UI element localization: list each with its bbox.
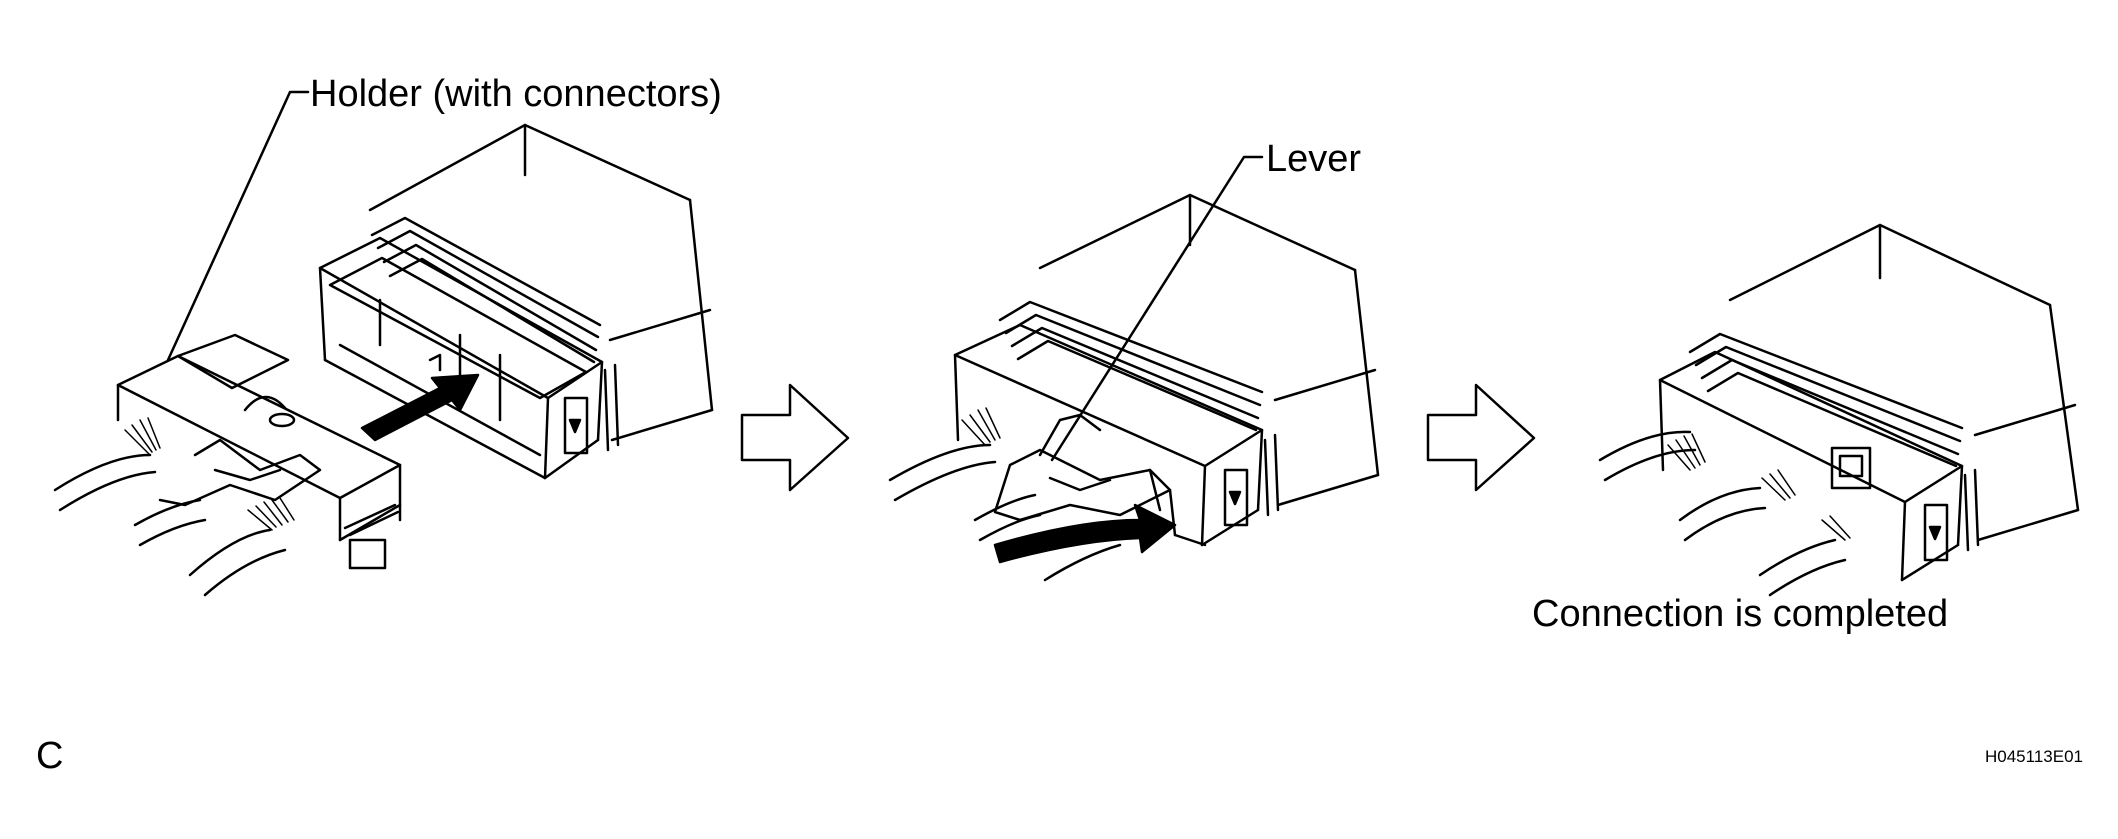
step2-ecu-unit: [953, 193, 1380, 547]
step1-wire-bundles: [53, 417, 295, 597]
lever-leader-line: [1050, 155, 1264, 462]
push-arrow-icon: [360, 373, 480, 442]
lever-label: Lever: [1266, 138, 1362, 180]
holder-label: Holder (with connectors): [310, 73, 722, 115]
step2-holder-lever: [993, 413, 1207, 547]
step3-ecu-unit: [1658, 223, 2080, 582]
panel-letter: C: [36, 735, 64, 777]
holder-leader-line: [166, 90, 310, 362]
step2-wire-bundles: [888, 407, 1122, 582]
step1-holder: [116, 333, 402, 570]
figure-code: H045113E01: [1985, 747, 2083, 766]
step-arrow-icon: [1426, 383, 1536, 492]
connection-completed-caption: Connection is completed: [1532, 593, 1949, 635]
step-arrow-icon: [740, 383, 850, 492]
rotate-arrow-icon: [993, 503, 1177, 564]
step3-wire-bundles: [1598, 430, 1851, 597]
